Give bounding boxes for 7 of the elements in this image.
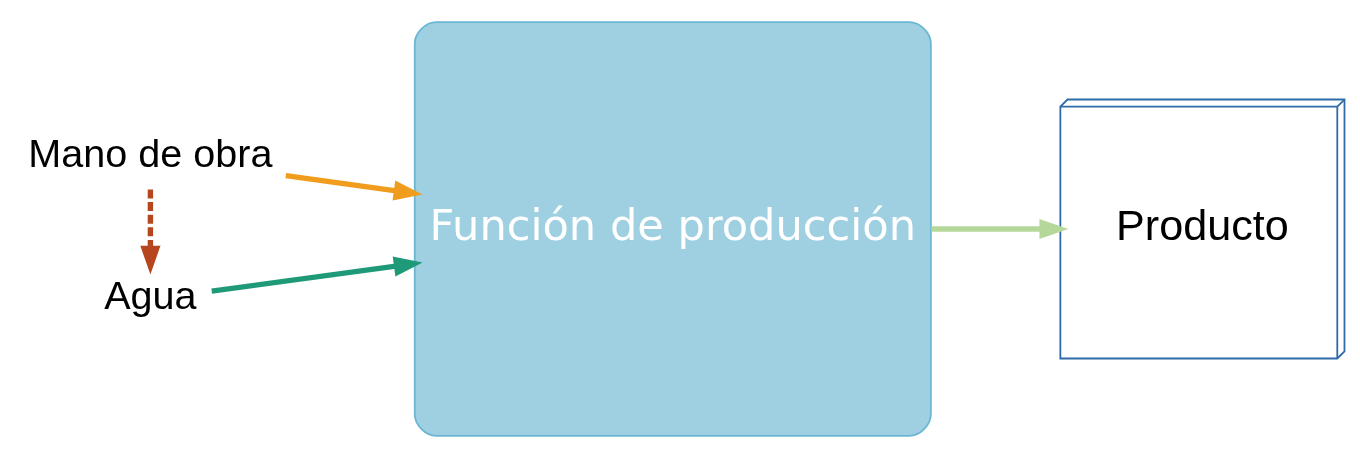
node-text: Agua — [104, 272, 197, 317]
arrow — [140, 189, 161, 275]
node-text: Mano de obra — [28, 130, 273, 175]
arrow — [285, 172, 423, 201]
node-box: Función de producción — [413, 20, 932, 437]
arrow — [211, 255, 423, 294]
arrow — [931, 218, 1069, 239]
